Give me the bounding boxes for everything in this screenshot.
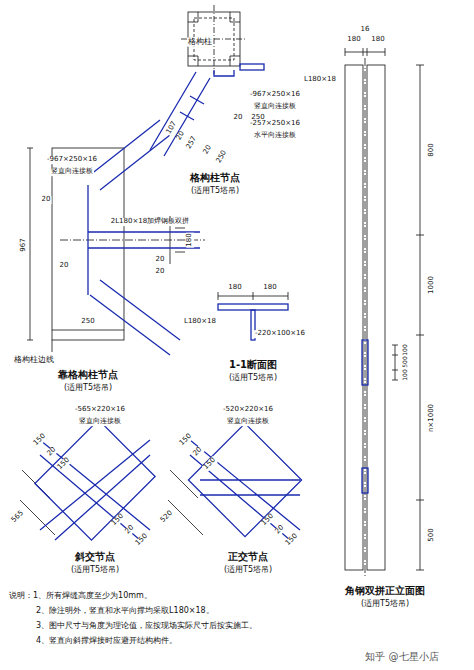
dimension-label: 180 xyxy=(370,36,385,44)
dimension-label: 150 xyxy=(178,432,194,448)
dimension-label: 500 xyxy=(428,527,436,542)
dimension-label: (适用T5塔吊) xyxy=(360,600,410,609)
dimension-label: L180×18 xyxy=(183,318,217,326)
dimension-label: 20 xyxy=(155,256,166,264)
dimension-label: 100 xyxy=(402,368,409,381)
dimension-label: 2L180×18加焊钢板双拼 xyxy=(110,218,191,226)
dimension-label: 20 xyxy=(191,445,204,458)
dimension-label: 20 xyxy=(45,445,58,458)
dimension-label: 257 xyxy=(185,134,199,151)
figure-caption: 斜交节点 xyxy=(74,551,116,562)
dimension-label: 20 xyxy=(41,196,52,204)
dimension-label: 180 xyxy=(262,284,277,292)
dimension-label: 1000 xyxy=(428,275,436,295)
dimension-label: 180 xyxy=(186,232,194,247)
dimension-label: 竖直向连接板 xyxy=(78,418,122,426)
dimension-label: -257×250×16 xyxy=(249,120,301,128)
dimension-label: (适用T5塔吊) xyxy=(70,566,120,575)
dimension-label: 竖直向连接板 xyxy=(50,168,94,176)
dimension-label: 180 xyxy=(227,284,242,292)
dimension-label: 250 xyxy=(80,318,95,326)
dimension-label: 20 xyxy=(59,262,70,270)
dimension-label: 20 xyxy=(233,114,244,122)
dimension-label: (适用T5塔吊) xyxy=(223,566,273,575)
dimension-label: 250 xyxy=(215,148,229,165)
note-text: 2、除注明外，竖直和水平向撑均采取L180×18。 xyxy=(35,607,215,616)
dimension-label: 知乎 @七星小店 xyxy=(364,651,439,662)
dimension-label: 竖直向连接板 xyxy=(253,103,297,111)
dimension-label: 150 xyxy=(284,532,300,548)
note-text: 3、图中尺寸与角度为理论值，应按现场实际尺寸后按实施工。 xyxy=(35,622,258,631)
dimension-label: (适用T5塔吊) xyxy=(63,384,113,393)
dimension-label: n×1000 xyxy=(428,403,436,433)
dimension-label: 150 xyxy=(202,456,218,472)
dimension-label: 16 xyxy=(360,26,371,34)
dimension-label: 150 xyxy=(134,532,150,548)
dimension-label: 180 xyxy=(346,36,361,44)
dimension-label: -967×250×16 xyxy=(249,91,301,99)
dimension-label: 20 xyxy=(175,129,187,142)
dimension-label: L180×18 xyxy=(303,76,337,84)
dimension-label: -520×220×16 xyxy=(222,406,274,414)
dimension-label: (适用T5塔吊) xyxy=(228,374,278,383)
dimension-label: 20 xyxy=(202,143,214,156)
dimension-label: -565×220×16 xyxy=(74,406,126,414)
dimension-label: 水平向连接板 xyxy=(253,132,297,140)
note-text: 说明：1、所有焊缝高度至少为10mm。 xyxy=(8,592,153,601)
dimension-label: 150 xyxy=(32,432,48,448)
dimension-label: 500 xyxy=(402,355,409,368)
dimension-label: 格构柱边线 xyxy=(13,356,55,365)
dimension-label: 800 xyxy=(428,142,436,157)
dimension-label: 20 xyxy=(155,268,166,276)
dimension-label: -967×250×16 xyxy=(46,156,98,164)
dimension-label: 967 xyxy=(20,237,28,252)
figure-caption: 靠格构柱节点 xyxy=(57,369,119,380)
dimension-label: 520 xyxy=(159,509,175,525)
note-text: 4、竖直向斜撑焊接时应避开结构构件。 xyxy=(35,637,178,646)
figure-caption: 正交节点 xyxy=(227,551,269,562)
dimension-label: 格构柱 xyxy=(187,38,213,47)
figure-caption: 角钢双拼正立面图 xyxy=(344,585,426,596)
dimension-label: 565 xyxy=(10,509,26,525)
dimension-label: -220×100×16 xyxy=(254,330,306,338)
figure-caption: 1-1断面图 xyxy=(228,359,278,370)
dimension-label: (适用T5塔吊) xyxy=(190,187,240,196)
dimension-label: 竖直向连接板 xyxy=(226,418,270,426)
figure-caption: 格构柱节点 xyxy=(189,172,241,183)
